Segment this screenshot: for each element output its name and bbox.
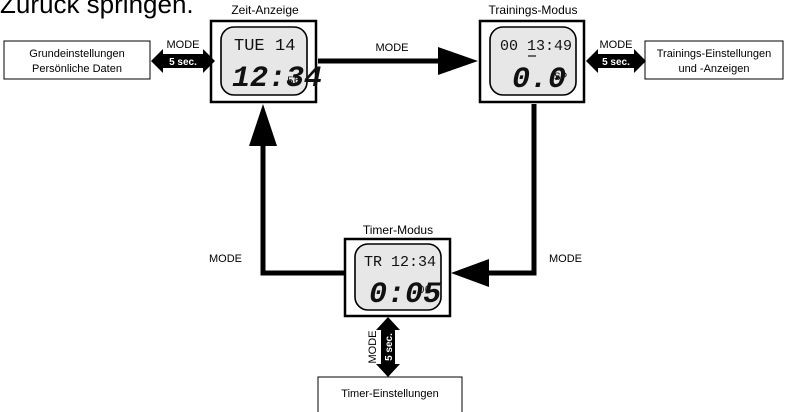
mode-label-timer-to-time: MODE [209, 253, 242, 265]
time-mode-watch: TUE 14 12:34 56 [209, 19, 322, 104]
training-mode-title: Trainings-Modus [489, 3, 578, 17]
time-lcd-day: TUE [234, 37, 265, 56]
hold-label-right: 5 sec. [602, 57, 630, 68]
mode-label-training-settings: MODE [600, 39, 633, 51]
time-lcd-clock: 12:34 [232, 62, 322, 96]
timer-lcd-top: TR 12:34 [364, 254, 436, 271]
timer-mode-title: Timer-Modus [363, 223, 433, 237]
time-lcd-date: 14 [275, 37, 295, 56]
training-settings-line2: und -Anzeigen [679, 63, 750, 75]
basic-settings-line1: Grundeinstellungen [29, 48, 124, 60]
time-mode-title: Zeit-Anzeige [231, 3, 299, 17]
hold-label-bottom: 5 sec. [384, 333, 395, 361]
hold-arrow-timer-settings: 5 sec. [376, 317, 400, 377]
training-mode-watch: 00 13:49 0.0 SP [478, 19, 586, 104]
arrow-time-to-training [318, 47, 478, 75]
arrow-timer-to-time [249, 104, 344, 276]
hold-arrow-training-settings: 5 sec. [586, 49, 646, 73]
basic-settings-line2: Persönliche Daten [32, 63, 122, 75]
hold-label-left: 5 sec. [169, 57, 197, 68]
timer-mode-watch: TR 12:34 0:05 00 [343, 237, 452, 318]
timer-settings-box: Timer-Einstellungen [317, 376, 463, 412]
time-lcd-seconds: 56 [287, 76, 300, 88]
hold-arrow-basic-settings: 5 sec. [151, 49, 215, 73]
mode-label-timer-settings: MODE [367, 331, 379, 364]
timer-lcd-seconds: 00 [418, 285, 431, 297]
timer-lcd-countdown: 0:05 [369, 278, 441, 312]
training-lcd-unit: SP [554, 72, 568, 84]
training-lcd-speed: 0.0 [512, 63, 566, 97]
page-heading-cutoff: Zurück springen. [0, 0, 194, 19]
arrow-training-to-timer [451, 104, 537, 287]
training-lcd-timer: 00 13:49 [500, 38, 572, 55]
timer-settings-label: Timer-Einstellungen [341, 388, 438, 400]
training-settings-box: Trainings-Einstellungen und -Anzeigen [644, 40, 784, 80]
mode-label-training-to-timer: MODE [549, 253, 582, 265]
mode-label-time-to-training: MODE [376, 42, 409, 54]
basic-settings-box: Grundeinstellungen Persönliche Daten [3, 40, 151, 80]
mode-label-basic-settings: MODE [167, 39, 200, 51]
training-settings-line1: Trainings-Einstellungen [657, 48, 772, 60]
